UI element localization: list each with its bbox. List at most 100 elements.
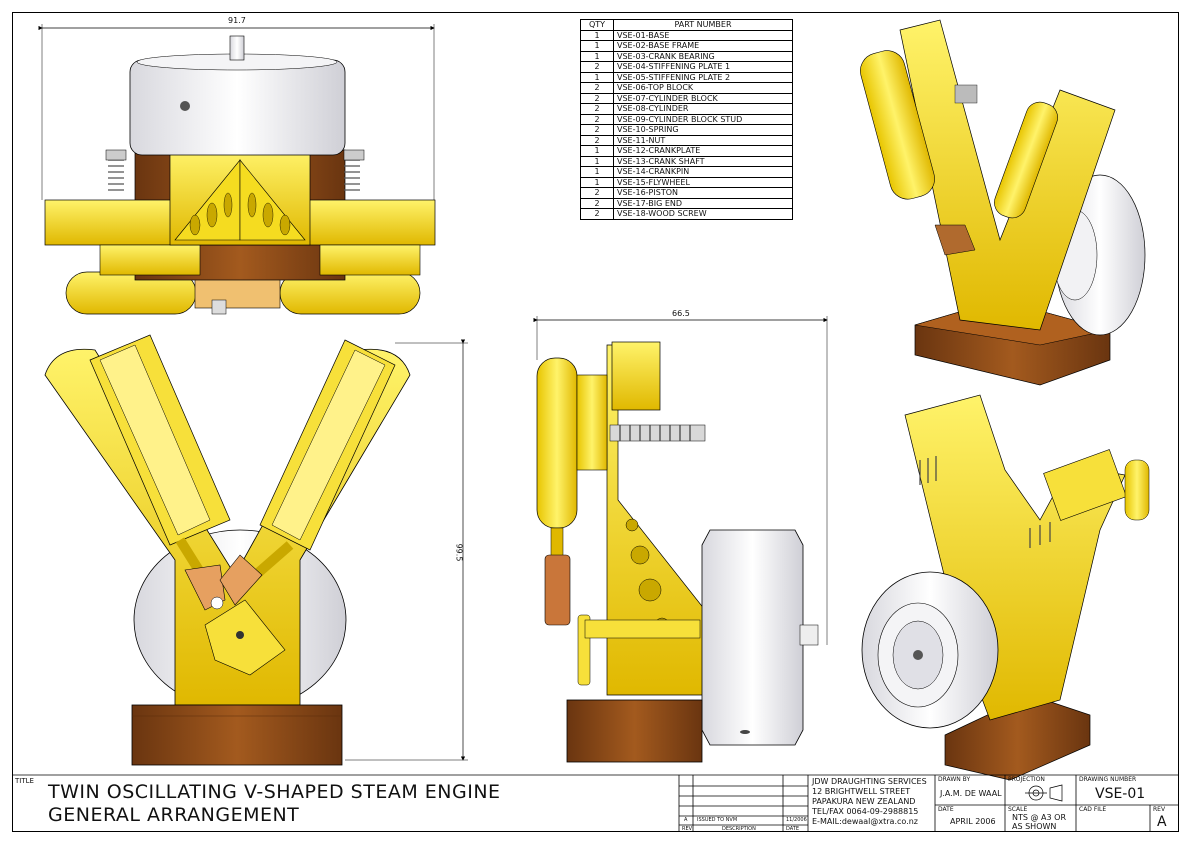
company-city: PAPAKURA NEW ZEALAND	[812, 797, 916, 806]
scale-label: SCALE	[1008, 806, 1028, 813]
company-phone: TEL/FAX 0064-09-2988815	[812, 807, 919, 816]
rev-value: A	[1157, 814, 1167, 830]
top-view	[38, 24, 436, 315]
part-cell: VSE-14-CRANKPIN	[613, 166, 793, 178]
part-cell: VSE-04-STIFFENING PLATE 1	[613, 61, 793, 73]
qty-cell: 2	[580, 103, 614, 115]
cad-file-label: CAD FILE	[1079, 806, 1107, 813]
part-cell: VSE-15-FLYWHEEL	[613, 176, 793, 188]
projection-symbol-icon	[1025, 784, 1063, 802]
rev-header-description: DESCRIPTION	[722, 826, 756, 832]
company-name: JDW DRAUGHTING SERVICES	[812, 777, 927, 786]
part-cell: VSE-16-PISTON	[613, 187, 793, 199]
sheet-border	[12, 12, 1179, 832]
part-cell: VSE-12-CRANKPLATE	[613, 145, 793, 157]
qty-cell: 1	[580, 155, 614, 167]
qty-cell: 2	[580, 197, 614, 209]
qty-cell: 2	[580, 134, 614, 146]
part-cell: VSE-02-BASE FRAME	[613, 40, 793, 52]
scale-value: NTS @ A3 OR AS SHOWN	[1012, 813, 1066, 831]
company-street: 12 BRIGHTWELL STREET	[812, 787, 911, 796]
drawn-by-label: DRAWN BY	[938, 776, 971, 783]
rev-header-date: DATE	[786, 826, 800, 832]
qty-cell: 2	[580, 82, 614, 94]
part-cell: VSE-01-BASE	[613, 29, 793, 41]
dim-front-width: 91.7	[228, 16, 246, 25]
rev-label: REV	[1153, 806, 1166, 813]
part-cell: VSE-07-CYLINDER BLOCK	[613, 92, 793, 104]
title-line-2: GENERAL ARRANGEMENT	[48, 804, 300, 826]
qty-cell: 2	[580, 61, 614, 73]
side-view	[533, 316, 828, 763]
qty-cell: 2	[580, 113, 614, 125]
part-cell: VSE-08-CYLINDER	[613, 103, 793, 115]
part-cell: VSE-18-WOOD SCREW	[613, 208, 793, 220]
parts-list-header: QTY PART NUMBER	[580, 19, 793, 31]
rev-row-description: ISSUED TO NVM	[697, 817, 738, 823]
drawing-number: VSE-01	[1095, 786, 1146, 802]
title-label: TITLE	[15, 777, 34, 785]
qty-cell: 1	[580, 50, 614, 62]
qty-cell: 2	[580, 187, 614, 199]
title-line-1: TWIN OSCILLATING V-SHAPED STEAM ENGINE	[48, 781, 501, 803]
company-block: JDW DRAUGHTING SERVICES 12 BRIGHTWELL ST…	[812, 777, 927, 827]
scale-line-2: AS SHOWN	[1012, 822, 1057, 831]
qty-cell: 1	[580, 71, 614, 83]
scale-line-1: NTS @ A3 OR	[1012, 813, 1066, 822]
front-view	[44, 334, 468, 766]
part-number-header: PART NUMBER	[613, 19, 793, 31]
isometric-view-1	[860, 19, 1146, 386]
qty-cell: 1	[580, 166, 614, 178]
part-cell: VSE-10-SPRING	[613, 124, 793, 136]
part-cell: VSE-17-BIG END	[613, 197, 793, 209]
qty-cell: 1	[580, 40, 614, 52]
date-value: APRIL 2006	[950, 817, 996, 826]
title-block-grid	[12, 774, 1179, 832]
part-cell: VSE-11-NUT	[613, 134, 793, 146]
rev-header-rev: REV	[682, 826, 693, 832]
part-cell: VSE-13-CRANK SHAFT	[613, 155, 793, 167]
qty-cell: 1	[580, 145, 614, 157]
rev-row-rev: A	[684, 817, 688, 823]
qty-cell: 2	[580, 124, 614, 136]
part-cell: VSE-09-CYLINDER BLOCK STUD	[613, 113, 793, 125]
company-email: E-MAIL:dewaal@xtra.co.nz	[812, 817, 918, 826]
drawn-by: J.A.M. DE WAAL	[940, 789, 1002, 798]
qty-cell: 2	[580, 208, 614, 220]
rev-row-date: 11/2006	[786, 817, 807, 823]
dim-height: 99.5	[454, 543, 464, 562]
qty-cell: 1	[580, 176, 614, 188]
qty-cell: 2	[580, 92, 614, 104]
part-cell: VSE-03-CRANK BEARING	[613, 50, 793, 62]
isometric-view-2	[861, 394, 1150, 781]
date-label: DATE	[938, 806, 954, 813]
part-cell: VSE-05-STIFFENING PLATE 2	[613, 71, 793, 83]
drawing-number-label: DRAWING NUMBER	[1079, 776, 1137, 783]
qty-header: QTY	[580, 19, 614, 31]
part-cell: VSE-06-TOP BLOCK	[613, 82, 793, 94]
qty-cell: 1	[580, 29, 614, 41]
dim-side-width: 66.5	[672, 309, 690, 318]
projection-label: PROJECTION	[1008, 776, 1045, 783]
